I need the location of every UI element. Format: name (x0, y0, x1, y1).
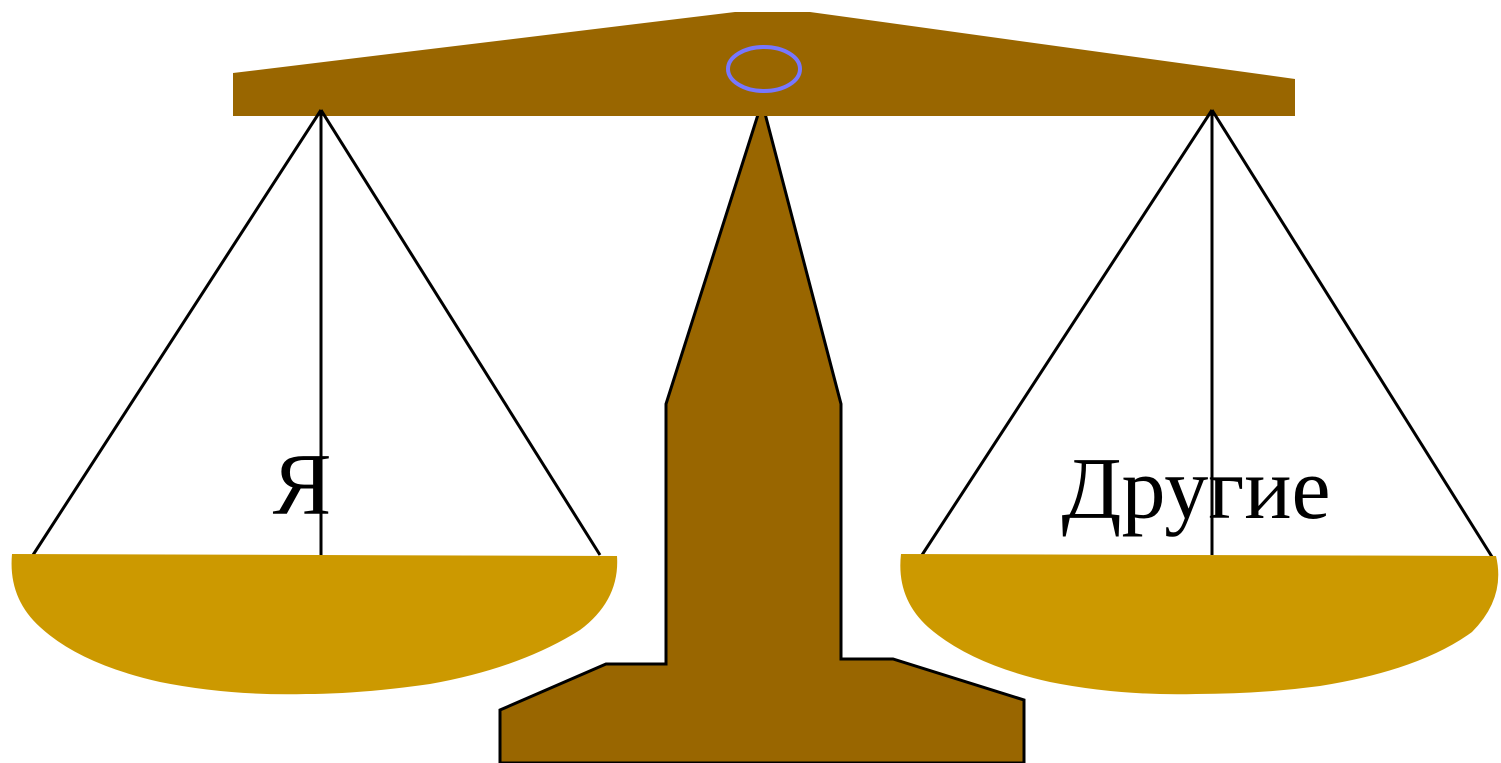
left-pan-string-inner (321, 110, 600, 555)
left-pan-label: Я (273, 437, 332, 534)
left-pan (12, 554, 618, 694)
right-pan (900, 554, 1498, 694)
right-pan-label: Другие (1061, 441, 1330, 538)
scale-stand (500, 102, 1024, 763)
left-pan-assembly: Я (12, 110, 618, 694)
stand-column (500, 102, 1024, 763)
right-pan-assembly: Другие (900, 110, 1498, 694)
scale-beam (233, 12, 1295, 116)
